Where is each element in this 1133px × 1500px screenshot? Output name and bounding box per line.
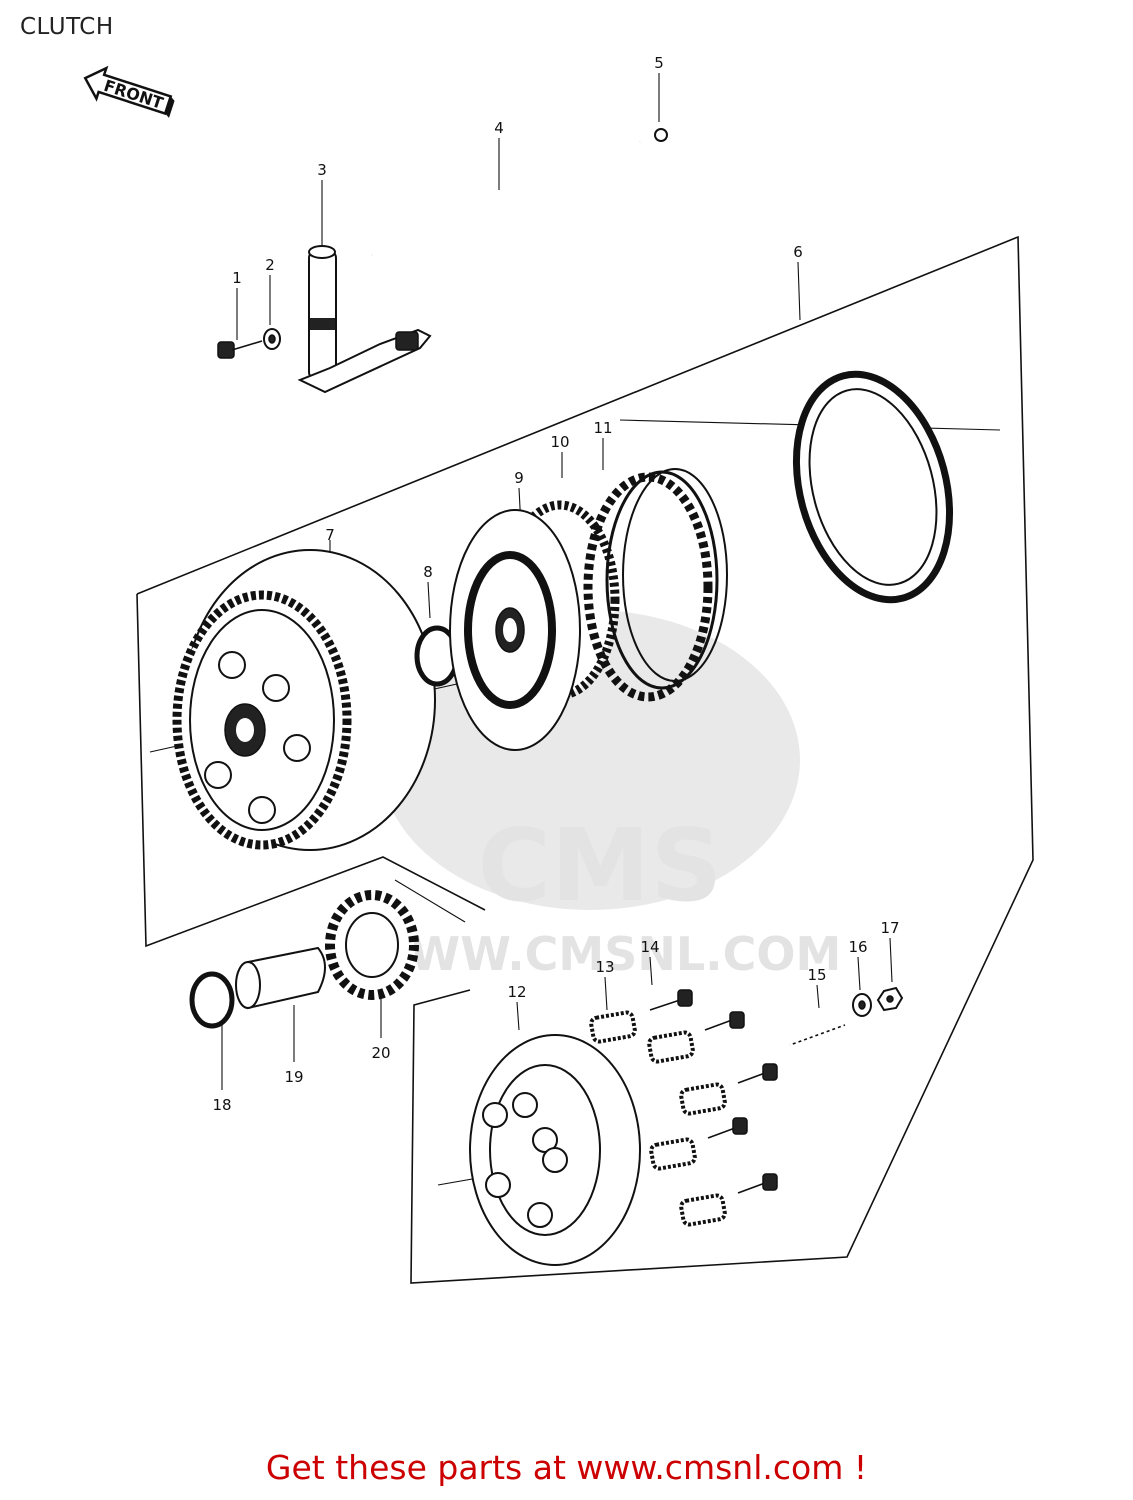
pressure-plate-part-12 [469,1001,641,1266]
primary-gear-part-20 [325,890,419,1038]
callout-4: 4 [494,119,504,137]
callout-17: 17 [880,919,899,937]
callout-8: 8 [423,563,433,581]
page-title: CLUTCH [20,14,114,40]
callout-6: 6 [793,243,803,261]
callout-11: 11 [593,419,612,437]
watermark-brand: CMS [478,807,723,924]
callout-10: 10 [550,433,569,451]
adjusting-screw-part-15 [789,984,846,1047]
washer-part-16 [852,956,872,1017]
front-arrow-icon: FRONT [83,65,175,118]
callout-20: 20 [371,1044,390,1062]
footer-promo-link[interactable]: Get these parts at www.cmsnl.com ! [265,1448,868,1487]
push-rod-part-4 [371,138,641,257]
watermark-site: WWW.CMSNL.COM [359,927,842,981]
callout-labels: 1 2 3 4 5 6 7 8 9 10 11 12 13 14 15 16 1… [212,54,899,1114]
clutch-hub-part-9 [449,487,620,751]
callout-1: 1 [232,269,242,287]
callout-7: 7 [325,526,335,544]
callout-16: 16 [848,938,867,956]
callout-3: 3 [317,161,327,179]
callout-5: 5 [654,54,664,72]
sleeve-part-19 [235,946,326,1062]
clutch-springs-part-13 [589,976,727,1227]
nut-part-17 [876,937,904,1012]
friction-plate-part-6 [792,261,954,604]
clutch-housing-part-7 [172,540,436,851]
callout-2: 2 [265,256,275,274]
bolt-part-1 [217,288,263,359]
callout-18: 18 [212,1096,231,1114]
callout-19: 19 [284,1068,303,1086]
callout-13: 13 [595,958,614,976]
release-lever-part-3 [297,180,432,394]
callout-9: 9 [514,469,524,487]
spring-bolts-part-14 [649,956,778,1194]
clutch-plates-part-10-11 [561,438,728,702]
callout-14: 14 [640,938,659,956]
front-arrow-label: FRONT [102,76,166,113]
steel-ball-part-5 [654,73,668,142]
callout-12: 12 [507,983,526,1001]
thrust-washer-part-18 [189,971,235,1090]
washer-part-2 [263,275,281,350]
callout-15: 15 [807,966,826,984]
